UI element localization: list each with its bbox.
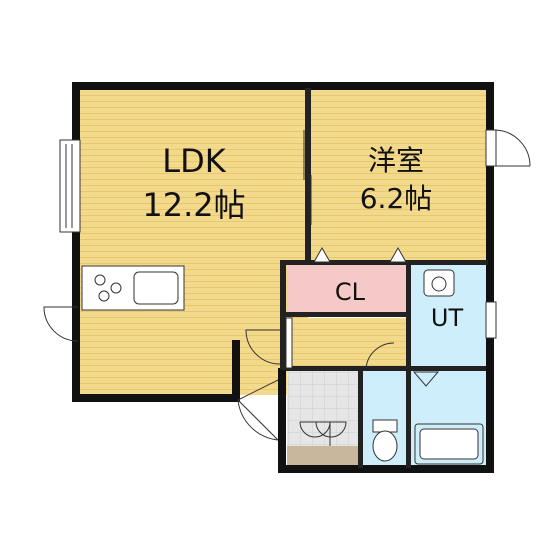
interior-walls bbox=[280, 88, 488, 468]
window-western-right bbox=[485, 129, 531, 167]
door-swing-closet bbox=[313, 246, 407, 263]
entrance-door-shapes bbox=[299, 421, 347, 446]
ldk-room-size: 12.2帖 bbox=[142, 186, 245, 224]
stove-burner-icon bbox=[98, 290, 110, 302]
outer-walls bbox=[72, 82, 494, 473]
ldk-room-name: LDK bbox=[162, 142, 226, 180]
closet-label: CL bbox=[335, 278, 366, 306]
window-utility-right bbox=[485, 301, 497, 339]
stove-burner-icon bbox=[94, 274, 106, 286]
kitchen-counter bbox=[81, 265, 185, 311]
door-swing-ldk-hall bbox=[245, 329, 281, 365]
hall-floor bbox=[287, 318, 407, 368]
sliding-door-ldk-western bbox=[303, 130, 312, 225]
western-room-floor bbox=[308, 88, 488, 263]
western-room-name: 洋室 bbox=[368, 144, 424, 177]
sliding-door-hall bbox=[285, 317, 293, 369]
window-ldk-left bbox=[59, 139, 81, 233]
closet-floor bbox=[287, 263, 407, 313]
kitchen-sink-icon bbox=[133, 271, 179, 305]
ldk-floor bbox=[80, 88, 308, 395]
bathtub-icon bbox=[414, 423, 484, 465]
door-swing-entrance bbox=[237, 379, 279, 441]
door-swing-ldk-left bbox=[43, 306, 79, 342]
western-room-size: 6.2帖 bbox=[360, 182, 433, 215]
stove-burner-icon bbox=[110, 282, 122, 294]
entrance-tile bbox=[287, 370, 359, 446]
toilet-icon bbox=[372, 419, 398, 462]
door-swing-toilet bbox=[365, 342, 395, 369]
washbasin-icon bbox=[423, 269, 455, 297]
door-swing-bath bbox=[412, 371, 440, 387]
utility-label: UT bbox=[431, 304, 464, 332]
entrance-step bbox=[287, 446, 359, 466]
